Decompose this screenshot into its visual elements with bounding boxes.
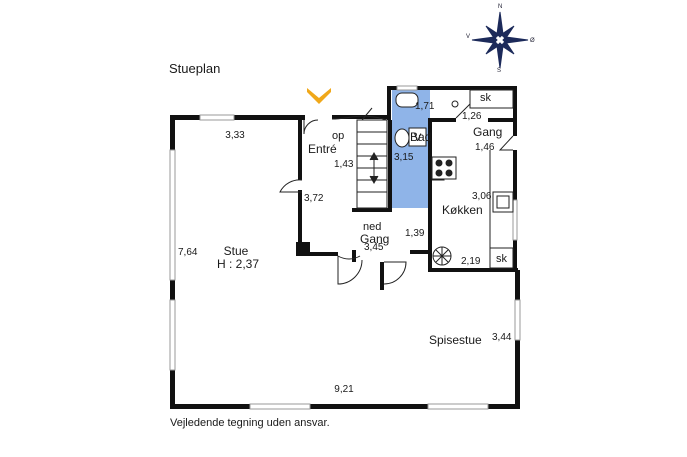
entrance-marker <box>307 88 331 104</box>
compass-south: S <box>497 68 502 74</box>
dim-gang-upper-length: 1,46 <box>475 142 495 153</box>
dim-total-width: 9,21 <box>334 384 354 395</box>
compass-west: V <box>466 34 471 40</box>
dim-koekken: 3,06 <box>472 191 492 202</box>
dim-stue-width: 3,33 <box>225 130 245 141</box>
stairs-up-label: op <box>332 130 345 142</box>
dim-entre: 3,72 <box>304 193 324 204</box>
windows <box>169 85 521 410</box>
room-bad: Bad <box>410 130 432 144</box>
exterior-walls <box>170 86 520 409</box>
room-koekken: Køkken <box>442 203 483 217</box>
compass-east: Ø <box>530 38 535 44</box>
dim-spisestue: 3,44 <box>492 332 512 343</box>
sk-top-label: sk <box>480 92 491 104</box>
sk-bottom-label: sk <box>496 253 507 265</box>
bathroom-fill <box>392 90 430 208</box>
v-box-label: V <box>414 132 422 144</box>
dim-gang-lower-length: 3,45 <box>364 242 384 253</box>
room-gang-upper: Gang <box>473 125 503 139</box>
room-entre: Entré <box>308 142 337 156</box>
compass-rose <box>471 11 529 69</box>
compass-north: N <box>498 4 503 10</box>
room-stue: Stue <box>223 244 249 258</box>
dim-bad-length: 3,15 <box>394 152 414 163</box>
plan-title: Stueplan <box>169 61 221 76</box>
dim-utility: 2,19 <box>461 256 481 267</box>
interior-walls <box>296 118 518 290</box>
room-spisestue: Spisestue <box>429 333 482 347</box>
room-gang-lower: Gang <box>360 232 390 246</box>
dim-gang-lower-width: 1,39 <box>405 228 425 239</box>
disclaimer: Vejledende tegning uden ansvar. <box>170 417 330 429</box>
dim-gang-upper-width: 1,26 <box>462 111 482 122</box>
dim-stue-length: 7,64 <box>178 247 198 258</box>
dim-stairs: 1,43 <box>334 159 354 170</box>
staircase <box>331 107 388 209</box>
bathroom-fixtures <box>394 92 459 148</box>
stairs-down-label: ned <box>363 221 382 233</box>
kitchen-fixtures <box>431 89 514 269</box>
room-stue-height: H : 2,37 <box>216 257 260 271</box>
dim-bad-width: 1,71 <box>415 101 435 112</box>
